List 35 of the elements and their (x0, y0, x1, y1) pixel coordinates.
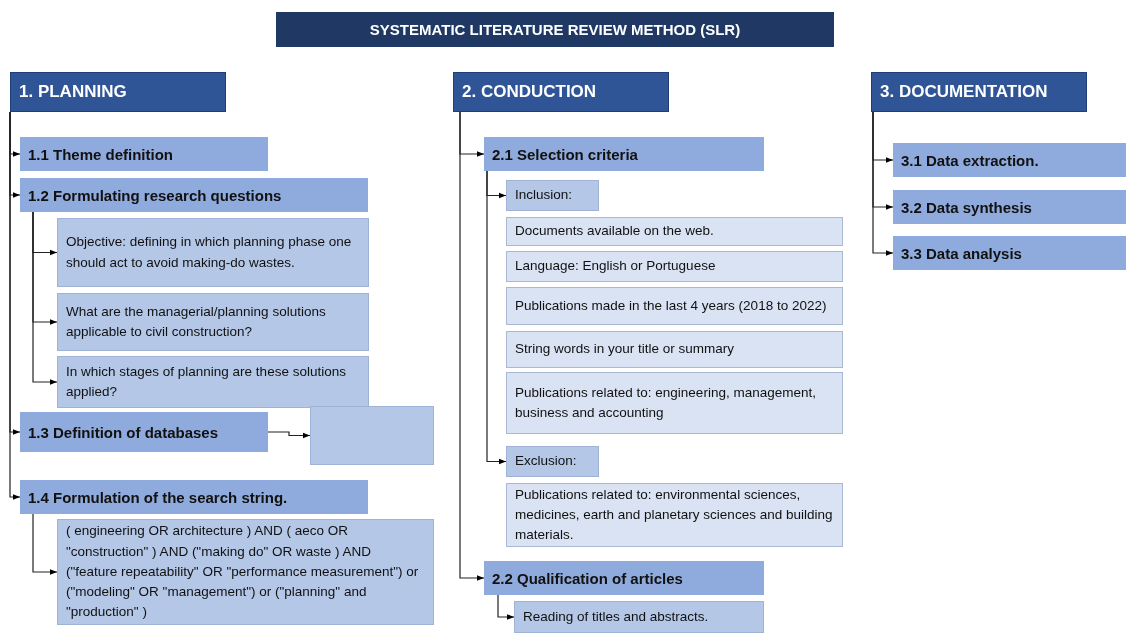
criterion-box: Publications made in the last 4 years (2018 to 2022) (506, 287, 843, 325)
step-box: 1.2 Formulating research questions (20, 178, 368, 212)
empty-box (310, 406, 434, 465)
item-box: Exclusion: (506, 446, 599, 477)
step-box: 3.3 Data analysis (893, 236, 1126, 270)
item-box: What are the managerial/planning solutions applicable to civil construction? (57, 293, 369, 351)
arrow (497, 594, 515, 620)
step-box: 1.3 Definition of databases (20, 412, 268, 452)
arrow (486, 170, 507, 465)
step-box: 2.2 Qualification of articles (484, 561, 764, 595)
step-box: 1.4 Formulation of the search string. (20, 480, 368, 514)
phase-header: 2. CONDUCTION (453, 72, 669, 112)
step-box: 1.1 Theme definition (20, 137, 268, 171)
title-banner: SYSTEMATIC LITERATURE REVIEW METHOD (SLR) (276, 12, 834, 47)
step-box: 3.1 Data extraction. (893, 143, 1126, 177)
phase-header: 1. PLANNING (10, 72, 226, 112)
criterion-box: Publications related to: environmental sciences, medicines, earth and planetary sciences and building materials. (506, 483, 843, 547)
arrow (872, 111, 894, 256)
arrow (267, 431, 311, 439)
criterion-box: Documents available on the web. (506, 217, 843, 246)
arrow (459, 111, 485, 581)
criterion-box: Language: English or Portuguese (506, 251, 843, 282)
item-box: Inclusion: (506, 180, 599, 211)
arrow (32, 211, 58, 385)
item-box: Reading of titles and abstracts. (514, 601, 764, 633)
arrow (32, 513, 58, 575)
item-box: Objective: defining in which planning phase one should act to avoid making-do wastes. (57, 218, 369, 287)
item-box: ( engineering OR architecture ) AND ( aeco OR "construction" ) AND ("making do" OR waste ) AND ("feature repeatability" OR "performance measurement") or ("modeling" OR "management") or ("planning" and "production" ) (57, 519, 434, 625)
criterion-box: String words in your title or summary (506, 331, 843, 368)
item-box: In which stages of planning are these solutions applied? (57, 356, 369, 408)
arrow (9, 111, 21, 500)
step-box: 3.2 Data synthesis (893, 190, 1126, 224)
criterion-box: Publications related to: engineering, management, business and accounting (506, 372, 843, 434)
phase-header: 3. DOCUMENTATION (871, 72, 1087, 112)
step-box: 2.1 Selection criteria (484, 137, 764, 171)
